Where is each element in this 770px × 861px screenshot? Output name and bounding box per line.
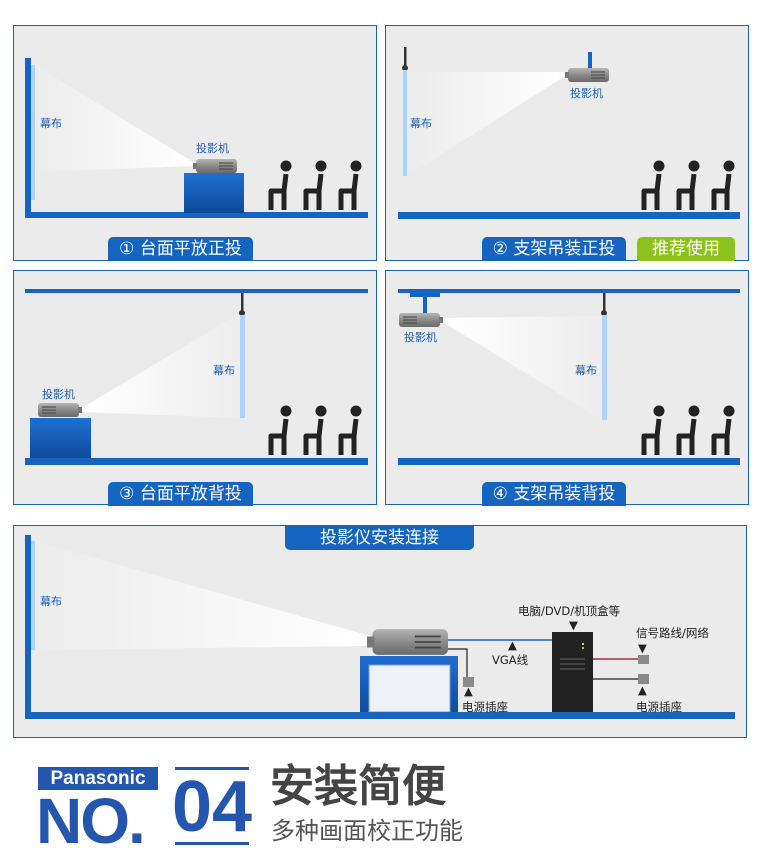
floor bbox=[398, 212, 740, 219]
vga-label: VGA线 bbox=[492, 653, 529, 667]
projector-label: 投影机 bbox=[570, 86, 603, 100]
projector-label: 投影机 bbox=[42, 387, 75, 401]
screen bbox=[602, 315, 607, 420]
screen bbox=[240, 315, 245, 418]
arrow-up-icon: ▲ bbox=[638, 683, 647, 697]
seat-icon bbox=[679, 161, 700, 211]
caption-desktop-rear: ③ 台面平放背投 bbox=[108, 482, 253, 506]
projector-label: 投影机 bbox=[196, 141, 229, 155]
projector-icon bbox=[38, 403, 82, 417]
caption-ceiling-front: ② 支架吊装正投 bbox=[482, 237, 626, 261]
wall bbox=[25, 58, 31, 218]
number-prefix: NO. bbox=[36, 785, 146, 857]
connection-title: 投影仪安装连接 bbox=[285, 526, 474, 550]
scene-desktop-front: 投影机 幕布 bbox=[25, 58, 368, 218]
seat-icon bbox=[306, 406, 327, 456]
ceiling-mount bbox=[423, 297, 427, 313]
power-outlet-icon bbox=[638, 674, 649, 684]
scene-ceiling-rear: 投影机 幕布 bbox=[398, 289, 740, 465]
screen-label: 幕布 bbox=[40, 116, 62, 130]
scene-ceiling-front: 投影机 幕布 bbox=[398, 47, 740, 219]
ceiling-mount bbox=[588, 52, 592, 69]
screen bbox=[403, 70, 407, 176]
power-label: 电源插座 bbox=[462, 700, 508, 714]
projector-icon bbox=[367, 628, 448, 656]
power-cable bbox=[448, 648, 468, 677]
floor bbox=[25, 212, 368, 218]
floor bbox=[25, 458, 368, 465]
seat-icon bbox=[714, 406, 735, 456]
light-beam bbox=[407, 72, 565, 176]
floor bbox=[25, 712, 735, 719]
seat-icon bbox=[644, 161, 665, 211]
arrow-up-icon: ▲ bbox=[508, 638, 517, 652]
device-label: 电脑/DVD/机顶盒等 bbox=[518, 604, 620, 618]
seat-icon bbox=[714, 161, 735, 211]
seat-icon bbox=[341, 406, 362, 456]
light-beam bbox=[443, 316, 602, 420]
screen bbox=[31, 65, 35, 200]
feature-number: 04 bbox=[172, 767, 253, 847]
projector-icon bbox=[565, 68, 609, 82]
feature-subtitle: 多种画面校正功能 bbox=[271, 817, 463, 845]
panasonic-logo: Panasonic bbox=[38, 767, 158, 790]
wall bbox=[25, 535, 31, 718]
screen bbox=[31, 541, 35, 650]
screen-label: 幕布 bbox=[575, 363, 597, 377]
ceiling bbox=[398, 289, 740, 293]
seat-icon bbox=[271, 161, 292, 211]
light-beam bbox=[35, 541, 370, 650]
seat-icon bbox=[679, 406, 700, 456]
table bbox=[184, 173, 244, 213]
caption-desktop-front: ① 台面平放正投 bbox=[108, 237, 253, 261]
scene-connection: 幕布 电脑/DVD/机顶盒等 ▼ 信号路线/网络 ▼ ▲ VGA线 ▲ 电源插座… bbox=[25, 535, 735, 719]
power-outlet-icon bbox=[463, 677, 474, 687]
power-label: 电源插座 bbox=[636, 700, 682, 714]
computer-tower-icon bbox=[552, 632, 593, 714]
signal-label: 信号路线/网络 bbox=[636, 626, 709, 640]
projector-icon bbox=[399, 313, 443, 327]
network-port-icon bbox=[638, 655, 649, 664]
screen-label: 幕布 bbox=[410, 116, 432, 130]
screen-label: 幕布 bbox=[40, 594, 62, 608]
caption-ceiling-rear: ④ 支架吊装背投 bbox=[482, 482, 626, 506]
floor bbox=[398, 458, 740, 465]
ceiling bbox=[25, 289, 368, 293]
recommended-badge: 推荐使用 bbox=[637, 237, 735, 261]
screen-label: 幕布 bbox=[213, 363, 235, 377]
table bbox=[30, 418, 91, 460]
arrow-down-icon: ▼ bbox=[638, 641, 647, 655]
seat-icon bbox=[306, 161, 327, 211]
projector-label: 投影机 bbox=[404, 330, 437, 344]
light-beam bbox=[82, 313, 240, 418]
seat-icon bbox=[271, 406, 292, 456]
scene-desktop-rear: 幕布 投影机 bbox=[25, 289, 368, 465]
light-beam bbox=[35, 65, 193, 172]
arrow-down-icon: ▼ bbox=[569, 618, 578, 632]
seat-icon bbox=[644, 406, 665, 456]
feature-title: 安装简便 bbox=[270, 761, 446, 812]
seat-icon bbox=[341, 161, 362, 211]
arrow-up-icon: ▲ bbox=[464, 684, 473, 698]
projector-icon bbox=[193, 159, 237, 173]
